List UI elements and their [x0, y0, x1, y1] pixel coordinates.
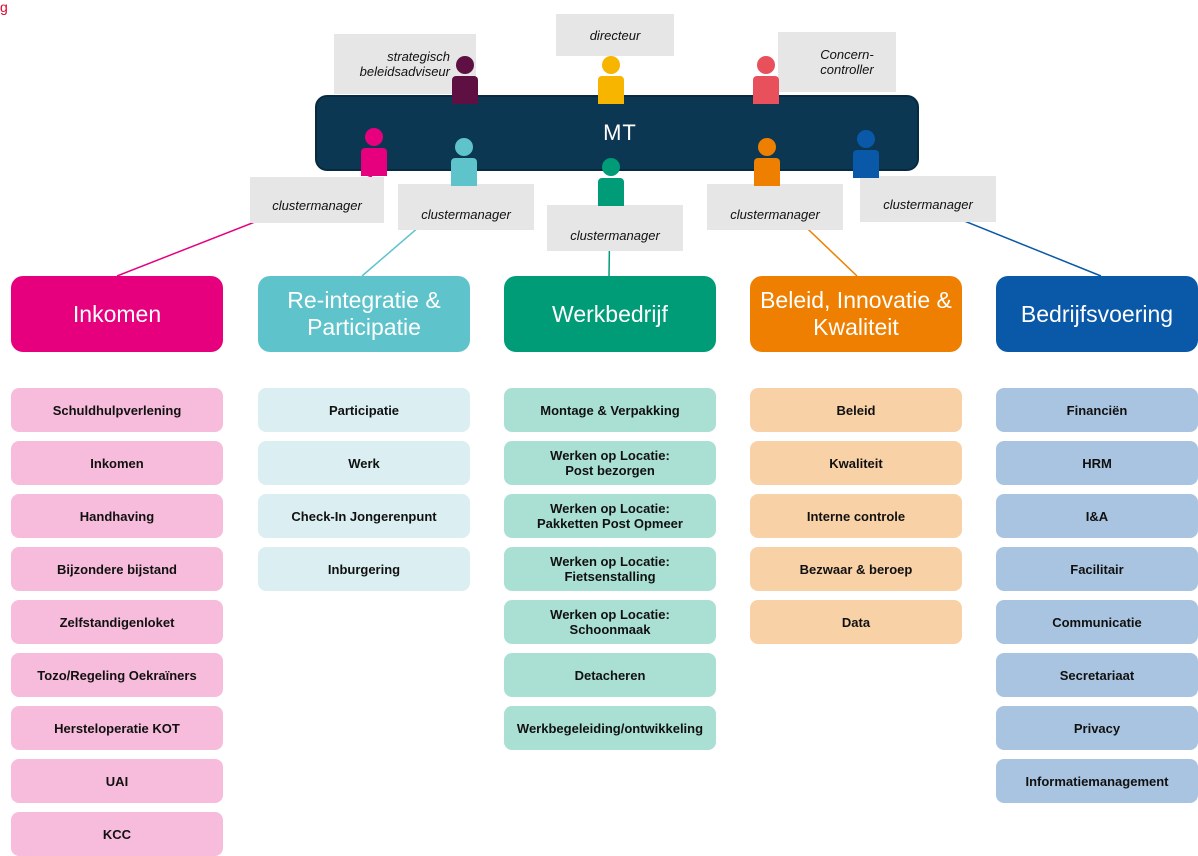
cluster-item: Werken op Locatie: Fietsenstalling	[504, 547, 716, 591]
cluster-item: Financiën	[996, 388, 1198, 432]
cluster-item: Werken op Locatie: Pakketten Post Opmeer	[504, 494, 716, 538]
cluster-item: KCC	[11, 812, 223, 856]
cluster-item: Check-In Jongerenpunt	[258, 494, 470, 538]
cluster-item: Montage & Verpakking	[504, 388, 716, 432]
role-box-strategisch-beleidsadviseur: strategisch beleidsadviseur	[334, 34, 476, 94]
role-box-clustermanager-bedrijfsvoering: clustermanager	[860, 176, 996, 222]
cluster-item: Participatie	[258, 388, 470, 432]
cluster-item: Interne controle	[750, 494, 962, 538]
corner-mark: g	[0, 0, 8, 15]
cluster-item: Werken op Locatie: Post bezorgen	[504, 441, 716, 485]
cluster-item: Bijzondere bijstand	[11, 547, 223, 591]
person-icon-clustermanager-werkbedrijf	[598, 158, 624, 206]
person-icon-clustermanager-beleid	[754, 138, 780, 186]
cluster-item: Tozo/Regeling Oekraïners	[11, 653, 223, 697]
cluster-item: Beleid	[750, 388, 962, 432]
person-icon-controller	[753, 56, 779, 104]
cluster-item: Hersteloperatie KOT	[11, 706, 223, 750]
cluster-item: Communicatie	[996, 600, 1198, 644]
role-box-clustermanager-beleid: clustermanager	[707, 184, 843, 230]
cluster-item: Detacheren	[504, 653, 716, 697]
cluster-item: I&A	[996, 494, 1198, 538]
person-icon-clustermanager-inkomen	[361, 128, 387, 176]
cluster-item: Werk	[258, 441, 470, 485]
cluster-header-inkomen: Inkomen	[11, 276, 223, 352]
cluster-item: Kwaliteit	[750, 441, 962, 485]
person-icon-strategisch	[452, 56, 478, 104]
person-icon-clustermanager-reintegratie	[451, 138, 477, 186]
cluster-item: Schuldhulpverlening	[11, 388, 223, 432]
cluster-item: Zelfstandigenloket	[11, 600, 223, 644]
cluster-header-werkbedrijf: Werkbedrijf	[504, 276, 716, 352]
cluster-item: Bezwaar & beroep	[750, 547, 962, 591]
role-box-clustermanager-inkomen: clustermanager	[250, 177, 384, 223]
cluster-item: Werkbegeleiding/ontwikkeling	[504, 706, 716, 750]
role-box-directeur: directeur	[556, 14, 674, 56]
cluster-item: Inkomen	[11, 441, 223, 485]
role-box-clustermanager-werkbedrijf: clustermanager	[547, 205, 683, 251]
person-icon-clustermanager-bedrijfsvoering	[853, 130, 879, 178]
cluster-item: Data	[750, 600, 962, 644]
cluster-item: Werken op Locatie: Schoonmaak	[504, 600, 716, 644]
cluster-item: Facilitair	[996, 547, 1198, 591]
cluster-item: Inburgering	[258, 547, 470, 591]
cluster-item: UAI	[11, 759, 223, 803]
cluster-header-bedrijfsvoering: Bedrijfsvoering	[996, 276, 1198, 352]
cluster-item: HRM	[996, 441, 1198, 485]
mt-label: MT	[603, 120, 637, 145]
cluster-item: Secretariaat	[996, 653, 1198, 697]
role-box-concern-controller: Concern- controller	[778, 32, 896, 92]
cluster-item: Handhaving	[11, 494, 223, 538]
cluster-item: Informatiemanagement	[996, 759, 1198, 803]
cluster-header-beleid: Beleid, Innovatie & Kwaliteit	[750, 276, 962, 352]
cluster-header-reintegratie: Re-integratie & Participatie	[258, 276, 470, 352]
person-icon-directeur	[598, 56, 624, 104]
role-box-clustermanager-reintegratie: clustermanager	[398, 184, 534, 230]
cluster-item: Privacy	[996, 706, 1198, 750]
